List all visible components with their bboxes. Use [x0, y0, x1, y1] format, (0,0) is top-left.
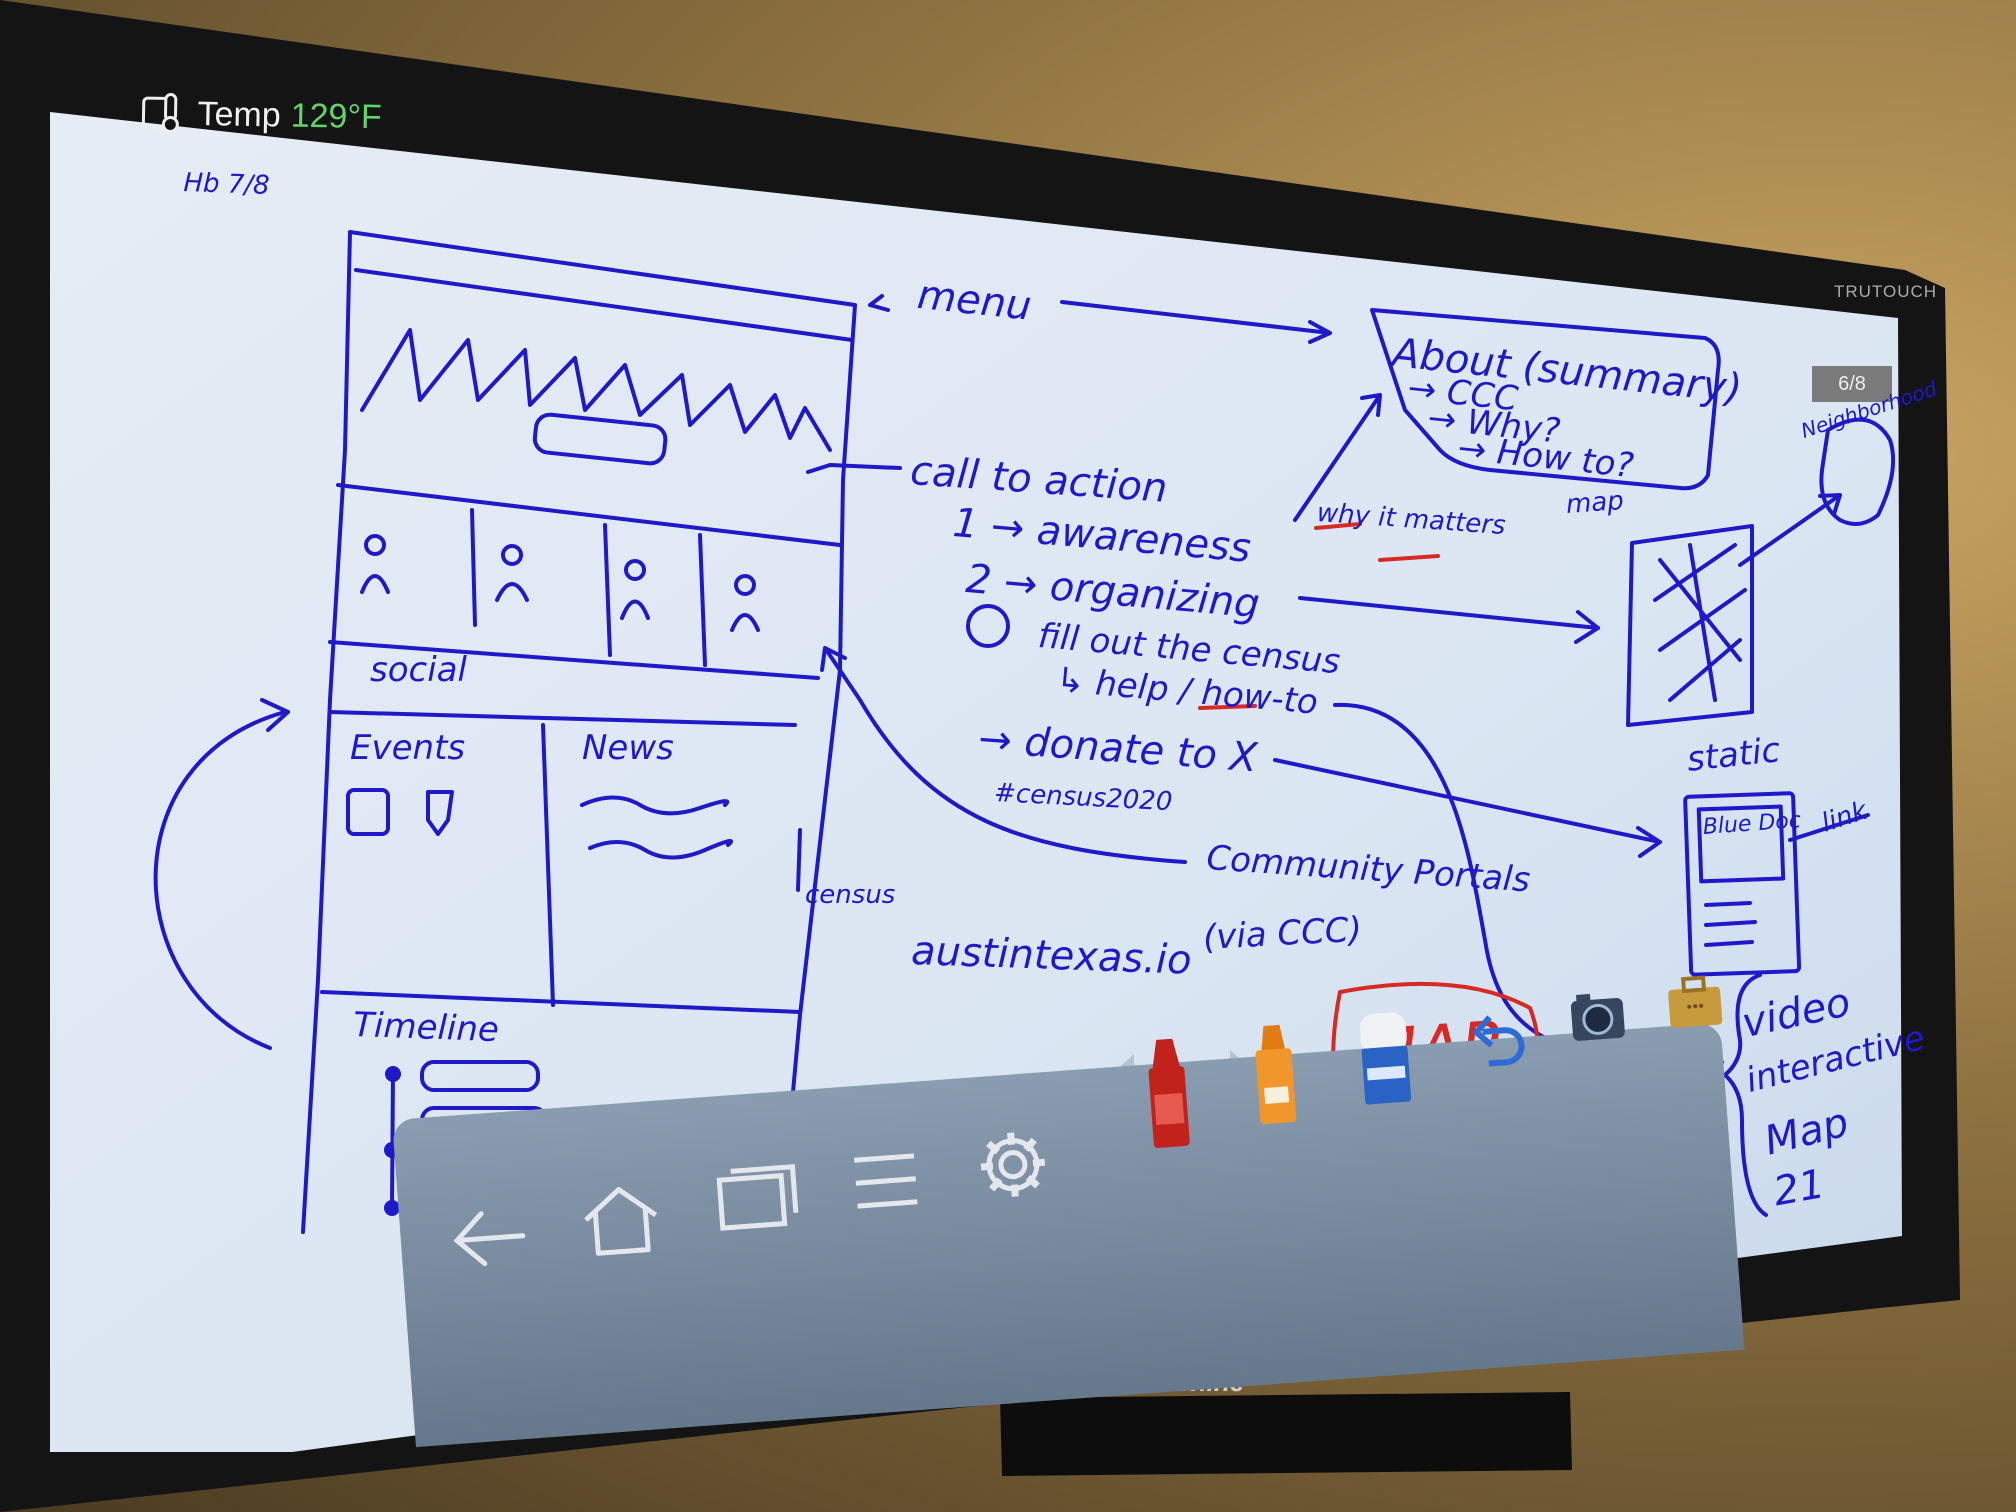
- news-squiggle-2: [588, 839, 734, 860]
- news-label: News: [582, 728, 674, 768]
- austin-note: austintexas.io: [910, 928, 1193, 984]
- wireframe-cta-button: [532, 412, 668, 466]
- calendar-icon: [346, 788, 390, 836]
- eraser-icon[interactable]: [1355, 1009, 1416, 1107]
- shield-icon: [426, 790, 454, 836]
- neighborhood-arrow: [1738, 493, 1842, 567]
- orange-highlighter-icon[interactable]: [1247, 1024, 1302, 1127]
- list-icon[interactable]: [848, 1147, 924, 1214]
- wireframe-events-news-divider: [541, 723, 555, 1007]
- awareness-arrow: [1293, 393, 1382, 522]
- loop-arrow: [153, 698, 290, 1050]
- map-small-note: map: [1565, 485, 1625, 520]
- person-icon-group: [360, 534, 760, 632]
- static-lines: [1704, 901, 1757, 947]
- donate-arrow: [1273, 758, 1662, 858]
- menu-pointer: [868, 294, 890, 312]
- wireframe-col-1: [470, 508, 477, 627]
- social-label: social: [370, 650, 467, 690]
- map-sketch-box: [1626, 524, 1754, 727]
- wireframe-hero-scribble: [360, 328, 832, 452]
- home-icon[interactable]: [577, 1181, 664, 1259]
- menu-arrow: [1060, 300, 1332, 344]
- item-3-circle: [966, 604, 1010, 648]
- census-bracket: [796, 828, 802, 892]
- underline-red-3: [1198, 704, 1257, 710]
- bottom-toolbar: [392, 975, 1745, 1448]
- tv-brand-top: TRUTOUCH: [1834, 282, 1938, 301]
- underline-red-2: [1378, 554, 1440, 562]
- census-side-note: census: [805, 880, 896, 910]
- community-curve: [820, 646, 1187, 864]
- about-box: [1370, 308, 1721, 491]
- link-arrow: [1788, 813, 1870, 842]
- red-pen-icon[interactable]: [1138, 1037, 1198, 1151]
- twentyone-note: 21: [1770, 1161, 1829, 1216]
- organizing-arrow: [1298, 596, 1600, 644]
- map-sketch-hatch: [1653, 543, 1747, 702]
- wireframe-social-divider: [328, 710, 797, 727]
- wireframe-bottom-divider: [320, 990, 802, 1014]
- events-label: Events: [350, 728, 466, 768]
- tv-base: [1000, 1392, 1572, 1476]
- timeline-item: [420, 1060, 540, 1092]
- page-indicator[interactable]: 6/8: [1812, 366, 1892, 402]
- settings-icon[interactable]: [974, 1126, 1051, 1203]
- underline-red-1: [1314, 522, 1362, 530]
- wireframe-people-divider: [328, 640, 820, 680]
- neighborhood-blob: [1819, 417, 1896, 526]
- wireframe-col-2: [603, 523, 612, 657]
- wireframe-outline: [301, 230, 857, 1234]
- corner-note: Hb 7/8: [182, 168, 271, 201]
- wireframe-hero-divider: [336, 483, 842, 547]
- person-icon: [734, 574, 756, 596]
- camera-icon[interactable]: [1566, 989, 1630, 1045]
- thermometer-icon: [139, 92, 188, 135]
- windows-icon[interactable]: [714, 1163, 801, 1239]
- person-icon: [501, 544, 523, 566]
- person-icon: [364, 534, 386, 556]
- news-squiggle-1: [580, 795, 730, 816]
- video-brace: [1723, 973, 1768, 1217]
- blue-doc-box: [1696, 804, 1786, 884]
- via-ccc-note: (via CCC): [1202, 909, 1363, 958]
- wireframe-col-3: [698, 533, 707, 667]
- timeline-label: Timeline: [352, 1005, 500, 1051]
- status-bar: Temp 129°F: [139, 88, 382, 142]
- cta-pointer: [806, 463, 902, 474]
- undo-icon[interactable]: [1467, 1007, 1527, 1071]
- person-icon: [624, 559, 646, 581]
- toolbox-icon[interactable]: [1663, 972, 1727, 1032]
- back-icon[interactable]: [446, 1200, 531, 1276]
- wireframe-menu-line: [354, 268, 854, 342]
- static-doc: [1683, 791, 1802, 977]
